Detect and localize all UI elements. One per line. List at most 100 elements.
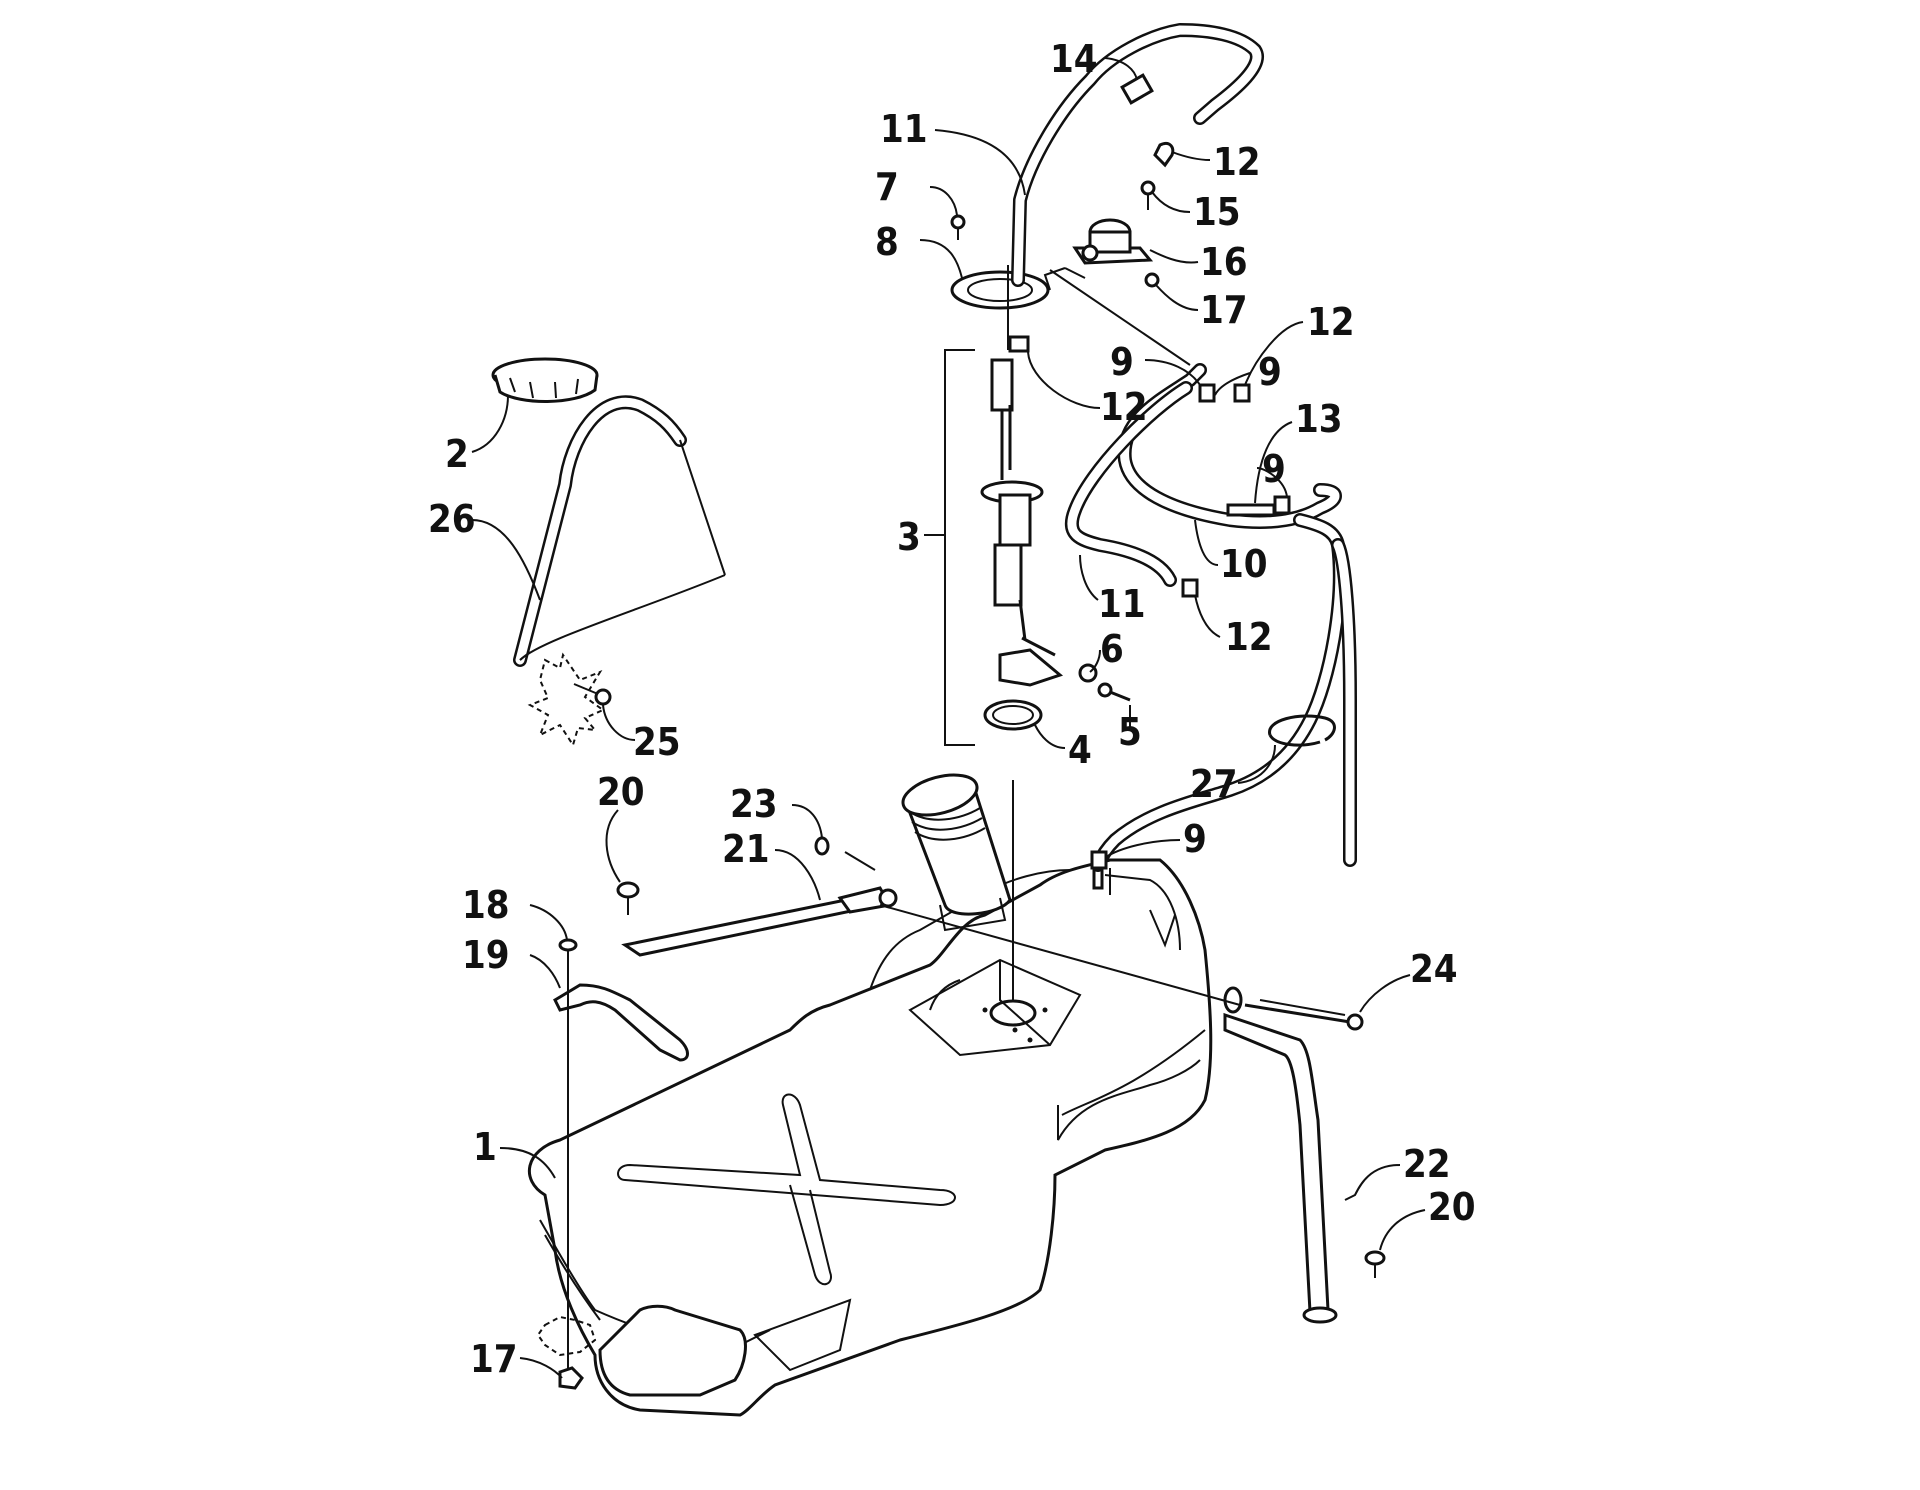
screw-20 <box>616 881 640 915</box>
fuel-pump-assembly <box>944 349 1064 746</box>
leader-19 <box>529 954 561 989</box>
mounting-bracket-19 <box>553 983 689 1062</box>
callout-24: 24 <box>1410 947 1458 991</box>
screw-20 <box>1364 1250 1386 1278</box>
callout-12a: 12 <box>1213 140 1261 184</box>
callout-16: 16 <box>1200 240 1248 284</box>
callout-9b: 9 <box>1258 350 1282 394</box>
callout-25: 25 <box>633 720 681 764</box>
hose-clip-27 <box>1268 714 1336 742</box>
callout-12c: 12 <box>1307 300 1355 344</box>
hose-clamp-12 <box>1008 335 1030 353</box>
callout-19: 19 <box>462 933 510 977</box>
screw-18 <box>558 938 578 965</box>
leader-26 <box>471 519 541 601</box>
leader-17a <box>1155 284 1199 311</box>
screw-7 <box>950 214 966 240</box>
callout-11a: 11 <box>880 107 928 151</box>
hose-clamp-9 <box>1273 495 1291 515</box>
leader-13 <box>1254 421 1293 504</box>
mounting-strap-22 <box>1223 986 1338 1324</box>
callout-13: 13 <box>1295 397 1343 441</box>
callout-9c: 9 <box>1262 447 1286 491</box>
nut-17 <box>558 1366 584 1390</box>
callout-23: 23 <box>730 782 778 826</box>
callout-20b: 20 <box>1428 1185 1476 1229</box>
leader-23 <box>791 804 823 839</box>
callout-15: 15 <box>1193 190 1241 234</box>
cap-tether <box>513 395 726 667</box>
leader-1 <box>499 1147 556 1179</box>
leader-6 <box>1089 649 1101 673</box>
hose-clamp-14 <box>1120 73 1154 105</box>
rivet-23 <box>814 836 830 856</box>
callout-14: 14 <box>1050 37 1098 81</box>
leader-18 <box>529 904 568 941</box>
callout-2: 2 <box>445 432 469 476</box>
callout-10: 10 <box>1220 542 1268 586</box>
callout-11b: 11 <box>1098 582 1146 626</box>
leader-22 <box>1344 1164 1401 1201</box>
callout-17b: 17 <box>470 1337 518 1381</box>
frame-mount-ghost <box>527 652 605 748</box>
callout-6: 6 <box>1100 627 1124 671</box>
callout-27: 27 <box>1190 762 1238 806</box>
leader-8 <box>919 239 963 279</box>
leader-15 <box>1151 191 1191 213</box>
leader-24 <box>1359 974 1411 1013</box>
leader-2 <box>471 394 509 453</box>
leader-20a <box>605 809 621 883</box>
leader-10 <box>1194 519 1219 566</box>
callout-20a: 20 <box>597 770 645 814</box>
hose-clamp-9 <box>1090 850 1108 870</box>
callout-26: 26 <box>428 497 476 541</box>
mounting-strap-21 <box>621 886 898 957</box>
leader-9a <box>1144 359 1201 386</box>
leader-7 <box>929 186 958 216</box>
leader-14 <box>1104 57 1138 81</box>
callout-1: 1 <box>473 1125 497 1169</box>
hose-clamp-12 <box>1181 578 1199 598</box>
leader-16 <box>1149 249 1199 264</box>
bolt-24 <box>1244 999 1364 1031</box>
vent-hoses <box>1064 363 1357 872</box>
leader-25 <box>602 704 636 741</box>
leader-9d <box>1105 839 1181 858</box>
callout-5: 5 <box>1118 710 1142 754</box>
leader-12b <box>1027 351 1101 409</box>
leader-11a <box>934 129 1026 196</box>
hose-fitting-13 <box>1226 503 1276 517</box>
leader-4 <box>1034 724 1066 749</box>
lock-ring <box>950 270 1050 310</box>
leader-9b <box>1214 372 1251 396</box>
screw-15 <box>1140 180 1156 210</box>
leader-27 <box>1237 744 1276 784</box>
leader-12d <box>1194 594 1221 638</box>
nut-17 <box>1144 272 1160 288</box>
callout-12b: 12 <box>1100 385 1148 429</box>
vent-valve <box>1072 218 1154 265</box>
leader-20b <box>1379 1209 1426 1251</box>
leader-11b <box>1079 554 1099 601</box>
callout-18: 18 <box>462 883 510 927</box>
hose-clamp-12 <box>1233 383 1251 403</box>
callout-17a: 17 <box>1200 288 1248 332</box>
bolt-5 <box>1097 682 1131 702</box>
leader-17b <box>519 1357 563 1379</box>
callout-4: 4 <box>1068 728 1092 772</box>
callout-9a: 9 <box>1110 340 1134 384</box>
fuel-hose-upper <box>1011 23 1264 287</box>
callout-22: 22 <box>1403 1142 1451 1186</box>
callout-12d: 12 <box>1225 615 1273 659</box>
leader-12c <box>1244 321 1304 386</box>
callout-8: 8 <box>875 220 899 264</box>
callout-3: 3 <box>897 515 921 559</box>
hose-clamp-9 <box>1198 383 1216 403</box>
leader-21 <box>774 849 821 901</box>
fuel-tank <box>527 773 1213 1417</box>
hose-clamp-12 <box>1153 141 1175 168</box>
frame-mount-ghost <box>536 1315 597 1357</box>
callout-7: 7 <box>875 165 899 209</box>
filler-cap <box>491 357 599 403</box>
